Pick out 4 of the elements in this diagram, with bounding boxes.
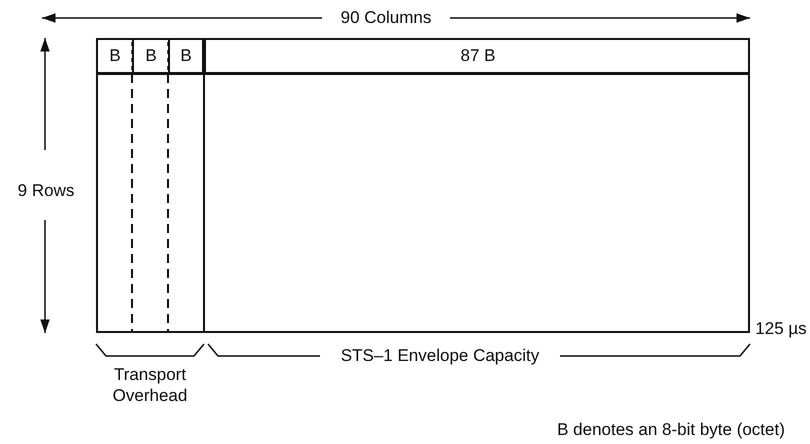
byte-cell: 87 B xyxy=(204,38,750,74)
byte-cell: B xyxy=(132,38,168,74)
byte-cell: B xyxy=(168,38,204,74)
frame-box xyxy=(96,38,750,333)
